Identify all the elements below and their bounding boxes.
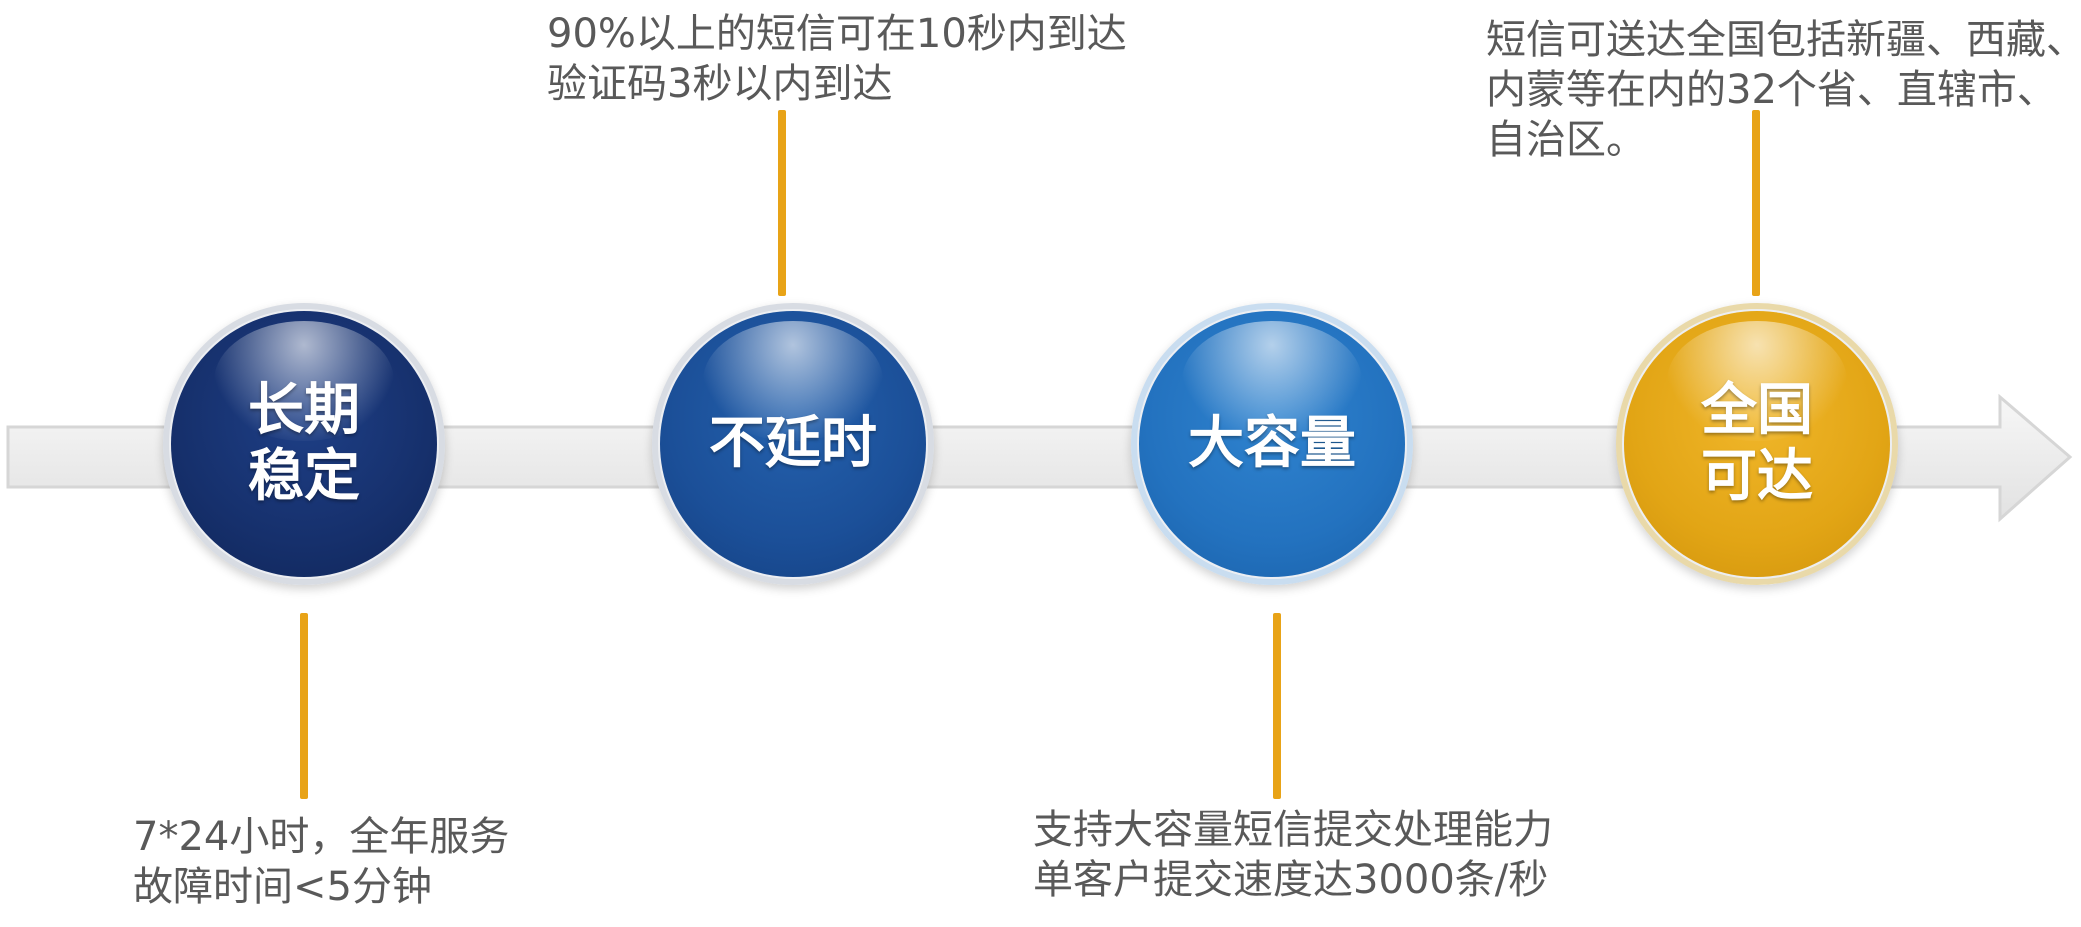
milestone-ring: [1616, 303, 1898, 585]
milestone-title-line: 稳定: [248, 444, 360, 509]
milestone-ring: [1131, 303, 1413, 585]
gloss-highlight: [1667, 321, 1847, 441]
description-no-delay: 90%以上的短信可在10秒内到达 验证码3秒以内到达: [547, 9, 1127, 109]
milestone-no-delay: 不延时: [652, 303, 934, 585]
gloss-highlight: [214, 321, 394, 441]
description-line: 90%以上的短信可在10秒内到达: [547, 11, 1127, 57]
description-nationwide: 短信可送达全国包括新疆、西藏、 内蒙等在内的32个省、直辖市、 自治区。: [1486, 15, 2081, 165]
milestone-long-term-stable: 长期 稳定: [163, 303, 445, 585]
milestone-title-line: 全国: [1701, 378, 1813, 443]
milestone-ring: [652, 303, 934, 585]
description-line: 验证码3秒以内到达: [547, 61, 893, 107]
connector-line-2: [778, 110, 786, 296]
milestone-ring: [163, 303, 445, 585]
description-line: 短信可送达全国包括新疆、西藏、: [1486, 17, 2081, 63]
description-line: 单客户提交速度达3000条/秒: [1033, 857, 1549, 903]
milestone-disc: 大容量: [1139, 311, 1405, 577]
description-line: 支持大容量短信提交处理能力: [1033, 807, 1553, 853]
milestone-title: 大容量: [1139, 311, 1405, 577]
milestone-disc: 不延时: [660, 311, 926, 577]
description-line: 内蒙等在内的32个省、直辖市、: [1486, 67, 2057, 113]
milestone-nationwide: 全国 可达: [1616, 303, 1898, 585]
description-line: 7*24小时，全年服务: [133, 814, 510, 860]
milestone-disc: 长期 稳定: [171, 311, 437, 577]
connector-line-3: [1273, 613, 1281, 799]
connector-line-4: [1752, 110, 1760, 296]
milestone-title: 不延时: [660, 311, 926, 577]
description-line: 故障时间<5分钟: [133, 864, 432, 910]
milestone-title-line: 长期: [248, 378, 360, 443]
milestone-large-capacity: 大容量: [1131, 303, 1413, 585]
milestone-title-line: 大容量: [1188, 411, 1356, 476]
milestone-title-line: 不延时: [709, 411, 877, 476]
milestone-title-line: 可达: [1701, 444, 1813, 509]
gloss-highlight: [703, 321, 883, 441]
connector-line-1: [300, 613, 308, 799]
milestone-title: 全国 可达: [1624, 311, 1890, 577]
description-long-term-stable: 7*24小时，全年服务 故障时间<5分钟: [133, 812, 509, 912]
description-line: 自治区。: [1486, 117, 1646, 163]
milestone-title: 长期 稳定: [171, 311, 437, 577]
description-large-capacity: 支持大容量短信提交处理能力 单客户提交速度达3000条/秒: [1033, 805, 1553, 905]
gloss-highlight: [1182, 321, 1362, 441]
milestone-disc: 全国 可达: [1624, 311, 1890, 577]
